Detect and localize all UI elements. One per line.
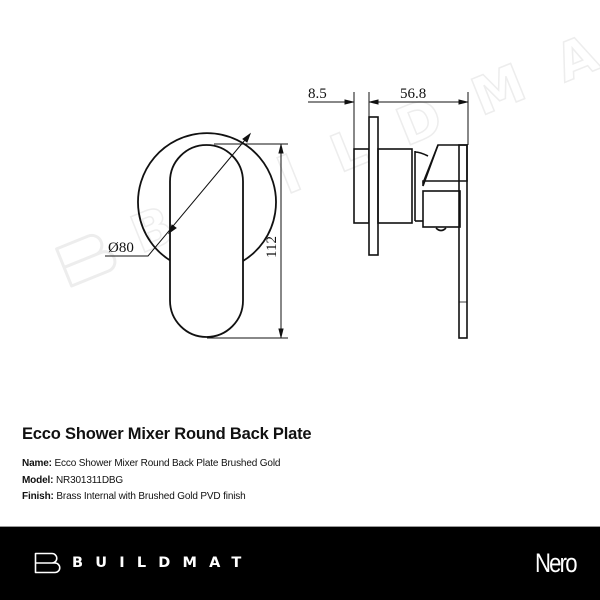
spec-name-value: Ecco Shower Mixer Round Back Plate Brush… [54, 458, 281, 469]
projection-label: 56.8 [400, 86, 426, 102]
spec-finish-label: Finish: [22, 491, 54, 502]
lever-profile [458, 144, 468, 339]
spec-model-value: NR301311DBG [55, 475, 124, 486]
spec-name: Name: Ecco Shower Mixer Round Back Plate… [22, 458, 280, 469]
handle-base [422, 190, 461, 228]
spec-finish: Finish: Brass Internal with Brushed Gold… [22, 491, 246, 502]
side-view [353, 116, 468, 339]
technical-drawing: Ø80 112 [105, 86, 469, 339]
front-view [137, 132, 277, 338]
back-plate-profile [368, 116, 379, 256]
plate-depth-label: 8.5 [308, 86, 327, 102]
mixer-body [377, 148, 413, 224]
spec-finish-value: Brass Internal with Brushed Gold PVD fin… [56, 491, 246, 502]
rear-body [353, 148, 370, 224]
diameter-label: Ø80 [108, 240, 134, 256]
side-dimensions [308, 92, 469, 149]
height-label: 112 [264, 236, 280, 258]
buildmat-wordmark: BUILDMAT [72, 555, 254, 571]
height-dimension [207, 143, 288, 339]
oval-handle [169, 144, 244, 338]
footer-bar: BUILDMAT Nero [0, 526, 600, 600]
nero-wordmark: Nero [535, 548, 578, 578]
buildmat-logo-icon [34, 552, 61, 574]
round-back-plate [137, 132, 277, 262]
spec-model: Model: NR301311DBG [22, 475, 123, 486]
diameter-dimension [105, 132, 252, 257]
spec-name-label: Name: [22, 458, 52, 469]
buildmat-brand: BUILDMAT [34, 551, 254, 575]
spec-model-label: Model: [22, 475, 54, 486]
product-title: Ecco Shower Mixer Round Back Plate [22, 425, 312, 443]
